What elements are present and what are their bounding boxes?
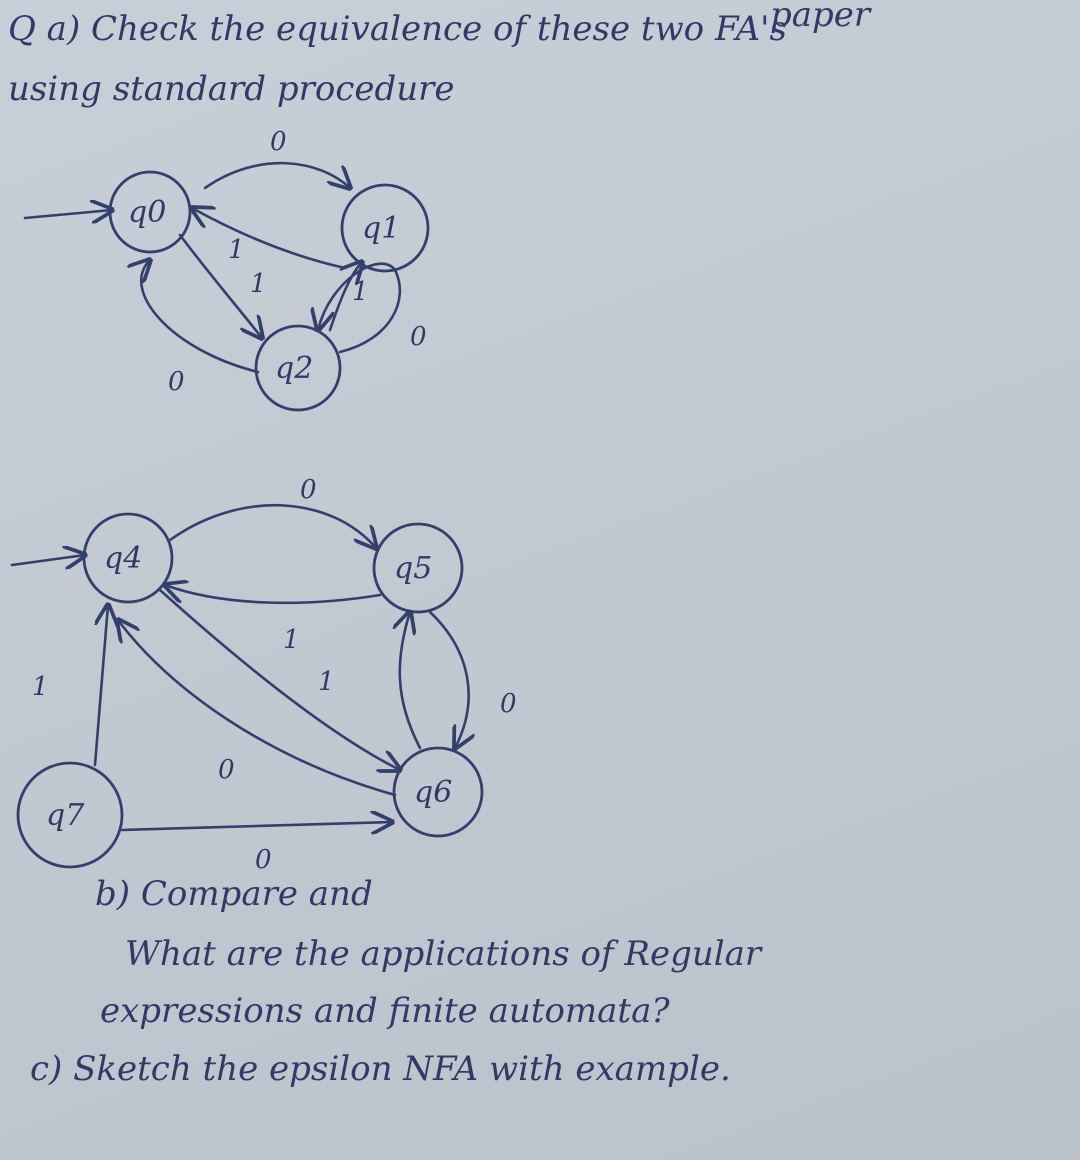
label-q1-q0: 1 [228, 235, 245, 265]
state-q4: q4 [82, 512, 174, 604]
questions-b-c: b) Compare and What are the applications… [30, 874, 763, 1089]
edge-q6-q5 [400, 612, 422, 750]
edge-q6-q4 [118, 620, 397, 797]
question-b-line1: b) Compare and [95, 874, 373, 914]
fa1-start-arrow [23, 210, 112, 218]
label-q1-q2-loop: 0 [410, 322, 427, 352]
edge-q1-q0 [192, 208, 347, 270]
label-q0-q2: 1 [250, 269, 267, 299]
label-q5-q4: 1 [283, 625, 300, 655]
fa2-start-arrow [10, 555, 85, 565]
label-q4-q6: 1 [318, 667, 335, 697]
label-q4-q5: 0 [300, 475, 317, 505]
edge-q5-q4 [165, 585, 382, 605]
state-q4-label: q4 [104, 541, 142, 576]
edge-q4-q5 [168, 504, 376, 548]
state-q2-label: q2 [275, 351, 313, 386]
state-q5: q5 [372, 522, 464, 614]
edge-q0-q2 [178, 233, 262, 338]
state-q0: q0 [108, 170, 192, 254]
fa2-diagram: q4 q5 q6 q7 0 1 1 0 0 1 0 [10, 475, 517, 875]
label-q5-q6: 0 [500, 689, 517, 719]
edge-q4-q6 [158, 588, 400, 770]
label-q0-q1: 0 [270, 127, 287, 157]
edge-q2-q0 [141, 260, 260, 374]
label-q7-q6: 0 [255, 845, 272, 875]
edge-q7-q6 [120, 822, 392, 830]
edge-q0-q1 [203, 161, 350, 188]
state-q7-label: q7 [46, 798, 85, 833]
state-q2: q2 [254, 324, 342, 412]
label-q2-q1: 1 [352, 277, 369, 307]
state-q0-label: q0 [128, 195, 166, 230]
label-q7-q4: 1 [32, 672, 49, 702]
state-q1-label: q1 [362, 211, 400, 246]
state-q7: q7 [16, 761, 124, 869]
corner-word: paper [770, 0, 872, 35]
question-a-line2: using standard procedure [8, 69, 455, 109]
state-q1: q1 [340, 183, 430, 273]
state-q6-label: q6 [414, 775, 452, 810]
state-q6: q6 [392, 746, 484, 838]
label-q6-q4: 0 [218, 755, 235, 785]
question-c-line: c) Sketch the epsilon NFA with example. [30, 1049, 731, 1089]
edge-q5-q6 [428, 610, 469, 748]
edge-q7-q4 [93, 605, 108, 767]
fa1-diagram: q0 q1 q2 0 1 1 0 1 0 [23, 127, 430, 412]
question-a-line1: Q a) Check the equivalence of these two … [8, 9, 787, 49]
label-q2-q0: 0 [168, 367, 185, 397]
state-q5-label: q5 [394, 551, 432, 586]
edge-q1-q2-loop [318, 262, 402, 354]
question-b-line2: What are the applications of Regular [125, 934, 763, 974]
question-a-text: Q a) Check the equivalence of these two … [8, 0, 872, 109]
question-b-line3: expressions and finite automata? [100, 991, 670, 1031]
